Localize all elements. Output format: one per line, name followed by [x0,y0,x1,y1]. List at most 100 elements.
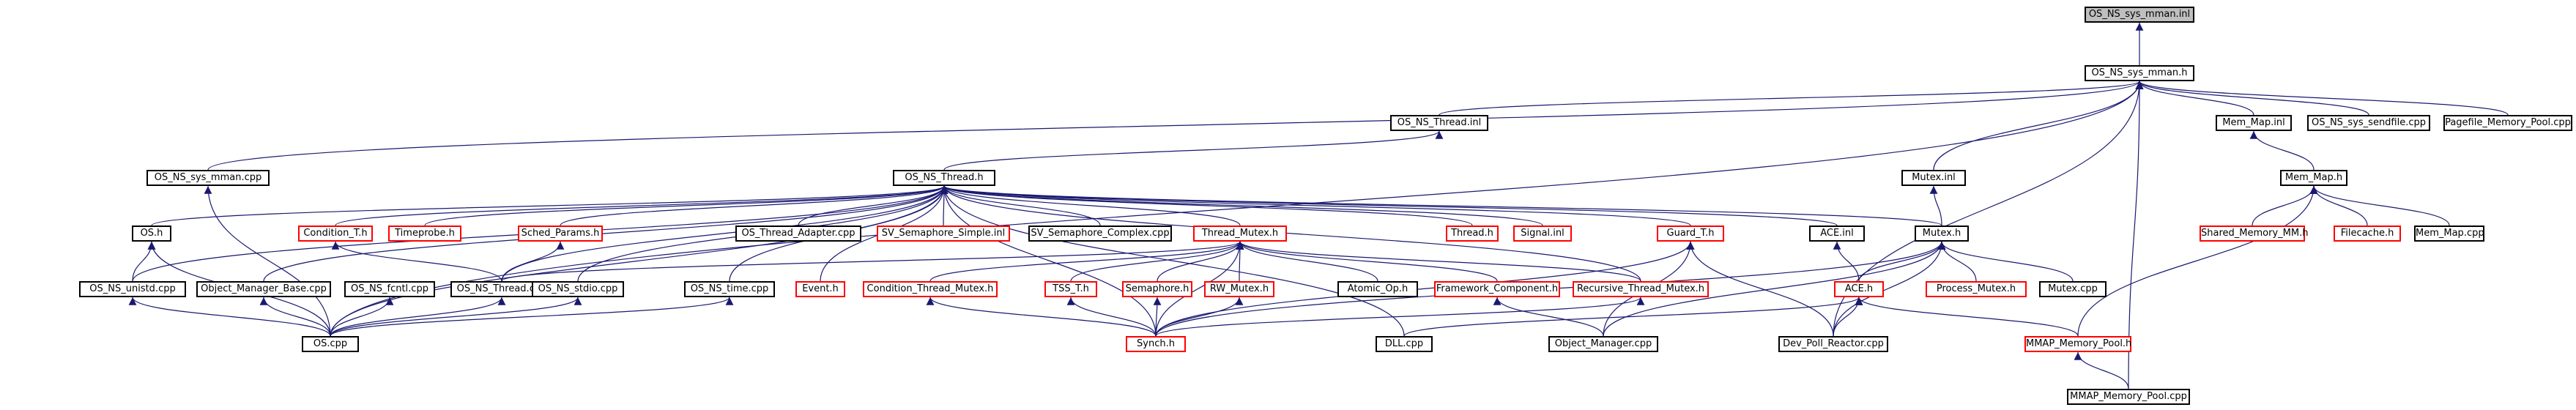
edge-guard-to-thr_h [940,185,1691,226]
node-thr-inl[interactable]: OS_NS_Thread.inl [1390,115,1488,131]
edge-condthr-to-thrmutex [929,241,1244,282]
node-signal[interactable]: Signal.inl [1513,225,1572,242]
node-filecache[interactable]: Filecache.h [2334,225,2401,242]
node-timeprobe[interactable]: Timeprobe.h [388,225,461,242]
node-sched[interactable]: Sched_Params.h [518,225,603,242]
node-sendfile[interactable]: OS_NS_sys_sendfile.cpp [2307,115,2430,131]
edge-sendfile-to-h [2135,81,2369,116]
edge-ace_h-to-ace_inl [1833,241,1860,282]
edge-os_cpp-to-time [330,297,734,337]
node-recursive[interactable]: Recursive_Thread_Mutex.h [1573,281,1709,297]
node-unistd[interactable]: OS_NS_unistd.cpp [79,281,186,297]
node-cond-h[interactable]: Condition_T.h [298,225,373,242]
edge-synch-to-semaphore [1153,297,1162,337]
node-thr-cpp[interactable]: OS_NS_Thread.cpp [450,281,553,297]
node-objmgr[interactable]: Object_Manager.cpp [1548,336,1658,352]
edge-os_cpp-to-h [330,81,2144,337]
node-dll[interactable]: DLL.cpp [1376,336,1433,352]
node-objmgrbase[interactable]: Object_Manager_Base.cpp [196,281,331,297]
node-pagefile[interactable]: Pagefile_Memory_Pool.cpp [2443,115,2572,131]
edge-cond_h-to-thr_h [335,185,949,226]
edge-mutex_cpp-to-mutex_h [1937,241,2074,282]
node-synch[interactable]: Synch.h [1126,336,1186,352]
node-root: OS_NS_sys_mman.inl [2085,7,2194,23]
node-time[interactable]: OS_NS_time.cpp [684,281,775,297]
node-svcomplex[interactable]: SV_Semaphore_Complex.cpp [1028,225,1172,242]
edge-devpoll-to-mutex_h [1833,241,1946,337]
edge-mman_cpp-to-h [207,81,2143,171]
edge-os_cpp-to-thr_h [330,185,949,337]
edge-objmgr-to-fwcomp [1493,297,1604,337]
node-mmap-cpp[interactable]: MMAP_Memory_Pool.cpp [2067,389,2190,405]
node-mm-inl[interactable]: Mem_Map.inl [2216,115,2292,131]
node-devpoll[interactable]: Dev_Poll_Reactor.cpp [1778,336,1888,352]
node-os-cpp[interactable]: OS.cpp [302,336,359,352]
edge-mmap_h-to-ace_h [1855,297,2079,337]
node-thr-adapter[interactable]: OS_Thread_Adapter.cpp [735,225,861,242]
node-fcntl[interactable]: OS_NS_fcntl.cpp [344,281,435,297]
node-event[interactable]: Event.h [795,281,845,297]
node-mutex-cpp[interactable]: Mutex.cpp [2039,281,2107,297]
edge-os_cpp-to-unistd [128,297,331,337]
node-mman-cpp[interactable]: OS_NS_sys_mman.cpp [146,170,270,186]
edge-devpoll-to-h [1833,81,2144,337]
edge-layer [128,22,2509,390]
edge-shared-to-mm_h [2252,185,2318,226]
edge-mm_h-to-mm_inl [2249,130,2315,171]
edge-synch-to-recursive [1155,297,1645,337]
node-mm-h[interactable]: Mem_Map.h [2280,170,2347,186]
node-mutex-inl[interactable]: Mutex.inl [1901,170,1966,186]
node-h[interactable]: OS_NS_sys_mman.h [2085,65,2194,81]
edge-thrmutex-to-thr_h [940,185,1241,226]
node-mmap-h[interactable]: MMAP_Memory_Pool.h [2024,336,2131,352]
node-mm-cpp[interactable]: Mem_Map.cpp [2414,225,2484,242]
edge-os_cpp-to-fcntl [330,297,394,337]
node-guard[interactable]: Guard_T.h [1657,225,1724,242]
edge-tss-to-thrmutex [1070,241,1244,282]
edge-os_h-to-thr_h [151,185,948,226]
edge-dll-to-thr_h [940,185,1405,337]
edge-synch-to-thr_h [940,185,1157,337]
node-atomic[interactable]: Atomic_Op.h [1337,281,1418,297]
edge-svcomplex-to-thr_h [940,185,1101,226]
node-os-h[interactable]: OS.h [132,225,171,242]
node-mutex-h[interactable]: Mutex.h [1915,225,1969,242]
edge-ace_inl-to-thr_h [940,185,1838,226]
edge-mutex_h-to-thr_h [940,185,1942,226]
node-ace-inl[interactable]: ACE.inl [1809,225,1865,242]
node-rw[interactable]: RW_Mutex.h [1204,281,1274,297]
node-svsimple[interactable]: SV_Semaphore_Simple.inl [877,225,1010,242]
node-stdio[interactable]: OS_NS_stdio.cpp [532,281,624,297]
edge-thr_inl-to-h [1439,81,2143,116]
edge-synch-to-tss [1066,297,1157,337]
edge-sched-to-thr_h [560,185,949,226]
edge-mm_inl-to-h [2135,81,2254,116]
edge-thr_cpp-to-cond_h [331,241,502,282]
edge-synch-to-thrmutex [1155,241,1244,337]
node-condthr[interactable]: Condition_Thread_Mutex.h [863,281,998,297]
edge-thr_cpp-to-thrmutex [501,241,1244,282]
node-shared[interactable]: Shared_Memory_MM.h [2200,225,2308,242]
node-ace-h[interactable]: ACE.h [1834,281,1884,297]
edge-signal-to-thr_h [940,185,1543,226]
edge-devpoll-to-guard [1686,241,1834,337]
edge-synch-to-rw [1155,297,1244,337]
edge-ace_h-to-mutex_h [1858,241,1946,282]
node-thr-h[interactable]: OS_NS_Thread.h [893,170,995,186]
edge-os_cpp-to-mman_cpp [204,185,331,337]
edge-pagefile-to-h [2135,81,2509,116]
node-tss[interactable]: TSS_T.h [1044,281,1097,297]
edge-mmap_cpp-to-h [2128,81,2144,390]
node-thrmutex[interactable]: Thread_Mutex.h [1193,225,1287,242]
edge-dll-to-ace_h [1403,297,1863,337]
edge-objmgr-to-mutex_h [1603,241,1946,337]
node-fwcomp[interactable]: Framework_Component.h [1434,281,1560,297]
edge-mmap_cpp-to-mmap_h [2074,351,2129,390]
node-thread-h[interactable]: Thread.h [1446,225,1499,242]
node-procmutex[interactable]: Process_Mutex.h [1926,281,2027,297]
edge-synch-to-condthr [926,297,1157,337]
node-semaphore[interactable]: Semaphore.h [1122,281,1192,297]
edge-os_cpp-to-stdio [330,297,582,337]
edge-unistd-to-os_h [132,241,156,282]
